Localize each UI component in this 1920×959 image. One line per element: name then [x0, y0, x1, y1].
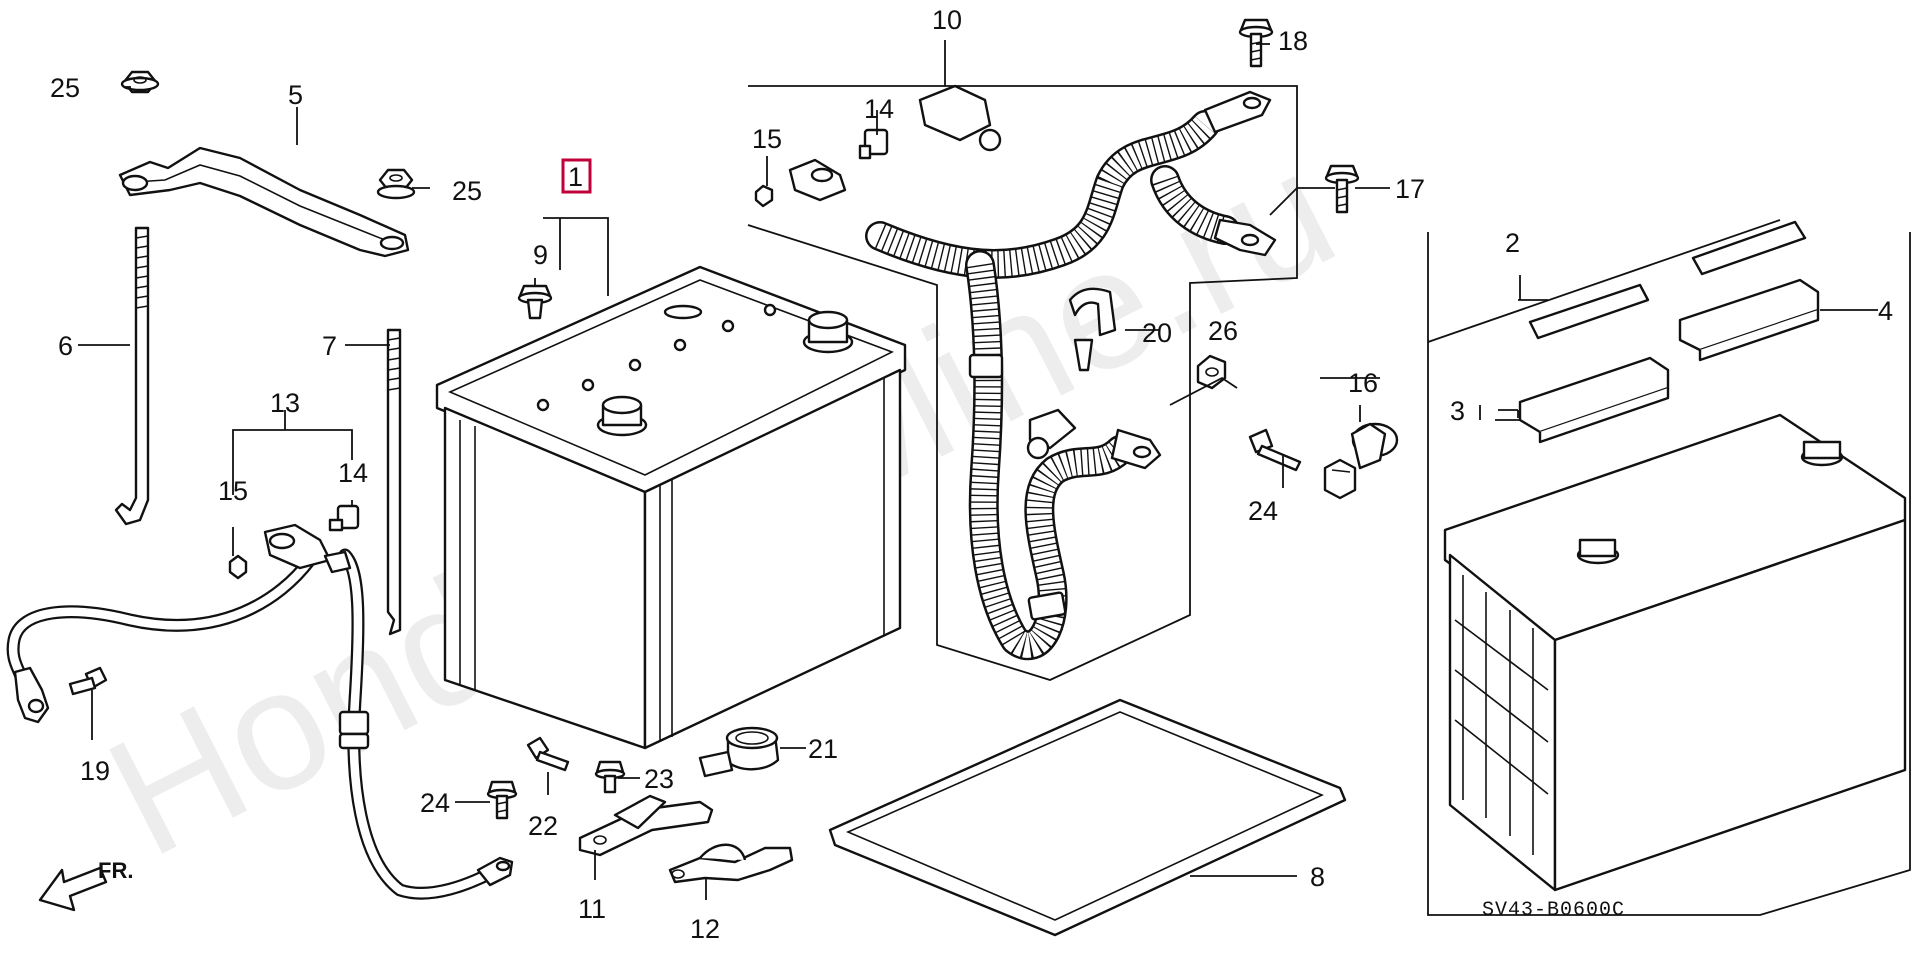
battery-terminal-negative — [802, 310, 854, 354]
callout-4[interactable]: 4 — [1878, 296, 1893, 326]
callout-labels: 25 25 5 6 7 1 9 10 14 15 18 17 20 26 16 … — [50, 5, 1893, 944]
part-12-bracket[interactable] — [668, 843, 794, 884]
part-18-bolt[interactable] — [1238, 18, 1274, 68]
part-16-clamp[interactable] — [1323, 422, 1399, 500]
part-11-bracket[interactable] — [578, 794, 714, 857]
part-14-bolt[interactable] — [858, 128, 889, 160]
callout-7[interactable]: 7 — [322, 331, 337, 361]
part-10-cable-group[interactable] — [747, 84, 1298, 681]
callout-19[interactable]: 19 — [80, 756, 110, 786]
callout-6[interactable]: 6 — [58, 331, 73, 361]
part-5-battery-hold-down[interactable] — [118, 146, 410, 258]
part-13-ground-cable[interactable] — [6, 523, 514, 900]
part-24-bolt[interactable] — [486, 780, 518, 820]
callout-16[interactable]: 16 — [1348, 368, 1378, 398]
callout-10[interactable]: 10 — [932, 5, 962, 35]
part-23-bolt[interactable] — [594, 760, 626, 794]
callout-24[interactable]: 24 — [420, 788, 450, 818]
callout-5[interactable]: 5 — [288, 80, 303, 110]
part-6-hook-bolt[interactable] — [114, 226, 150, 526]
highlight-box — [561, 158, 592, 194]
battery-terminal-positive — [596, 395, 648, 437]
callout-8[interactable]: 8 — [1310, 862, 1325, 892]
part-17-bolt[interactable] — [1324, 164, 1360, 214]
callout-15[interactable]: 15 — [752, 124, 782, 154]
leader-lines — [78, 40, 1878, 900]
part-2-alternate-battery[interactable] — [1427, 219, 1911, 916]
callout-18[interactable]: 18 — [1278, 26, 1308, 56]
part-15-nut[interactable] — [228, 554, 248, 580]
callout-14[interactable]: 14 — [864, 94, 894, 124]
callout-25[interactable]: 25 — [452, 176, 482, 206]
callout-3[interactable]: 3 — [1450, 396, 1465, 426]
callout-22[interactable]: 22 — [528, 811, 558, 841]
part-19-bolt[interactable] — [68, 666, 108, 696]
part-25-flange-nut[interactable] — [376, 168, 416, 200]
callout-17[interactable]: 17 — [1395, 174, 1425, 204]
callout-14[interactable]: 14 — [338, 458, 368, 488]
front-direction-arrow: FR. — [38, 858, 133, 912]
vent-cap-seat — [1528, 220, 1807, 340]
part-1-battery[interactable] — [435, 265, 907, 750]
part-24-bolt[interactable] — [1248, 428, 1302, 472]
callout-23[interactable]: 23 — [644, 764, 674, 794]
part-7-hook-bolt[interactable] — [386, 328, 402, 636]
callout-11[interactable]: 11 — [578, 894, 606, 924]
diagram-code: SV43-B0600C — [1482, 899, 1625, 922]
callout-24[interactable]: 24 — [1248, 496, 1278, 526]
callout-1[interactable]: 1 — [568, 162, 583, 192]
part-8-battery-tray[interactable] — [828, 698, 1347, 937]
callout-13[interactable]: 13 — [270, 388, 300, 418]
part-3-vent-cap[interactable] — [1518, 356, 1670, 444]
callout-2[interactable]: 2 — [1505, 228, 1520, 258]
callout-15[interactable]: 15 — [218, 476, 248, 506]
callout-20[interactable]: 20 — [1142, 318, 1172, 348]
part-15-nut[interactable] — [754, 184, 774, 208]
callout-26[interactable]: 26 — [1208, 316, 1238, 346]
callout-21[interactable]: 21 — [808, 734, 838, 764]
part-9-clip[interactable] — [517, 284, 553, 320]
callout-25[interactable]: 25 — [50, 73, 80, 103]
part-4-vent-cap[interactable] — [1678, 278, 1820, 362]
part-22-bolt[interactable] — [526, 736, 570, 772]
callout-12[interactable]: 12 — [690, 914, 720, 944]
part-20-cable-clip[interactable] — [1068, 287, 1117, 372]
part-21-terminal-clamp[interactable] — [698, 726, 780, 778]
part-14-bolt[interactable] — [328, 504, 360, 532]
part-25-flange-nut[interactable] — [120, 70, 160, 94]
callout-9[interactable]: 9 — [533, 240, 548, 270]
front-label: FR. — [98, 858, 133, 883]
